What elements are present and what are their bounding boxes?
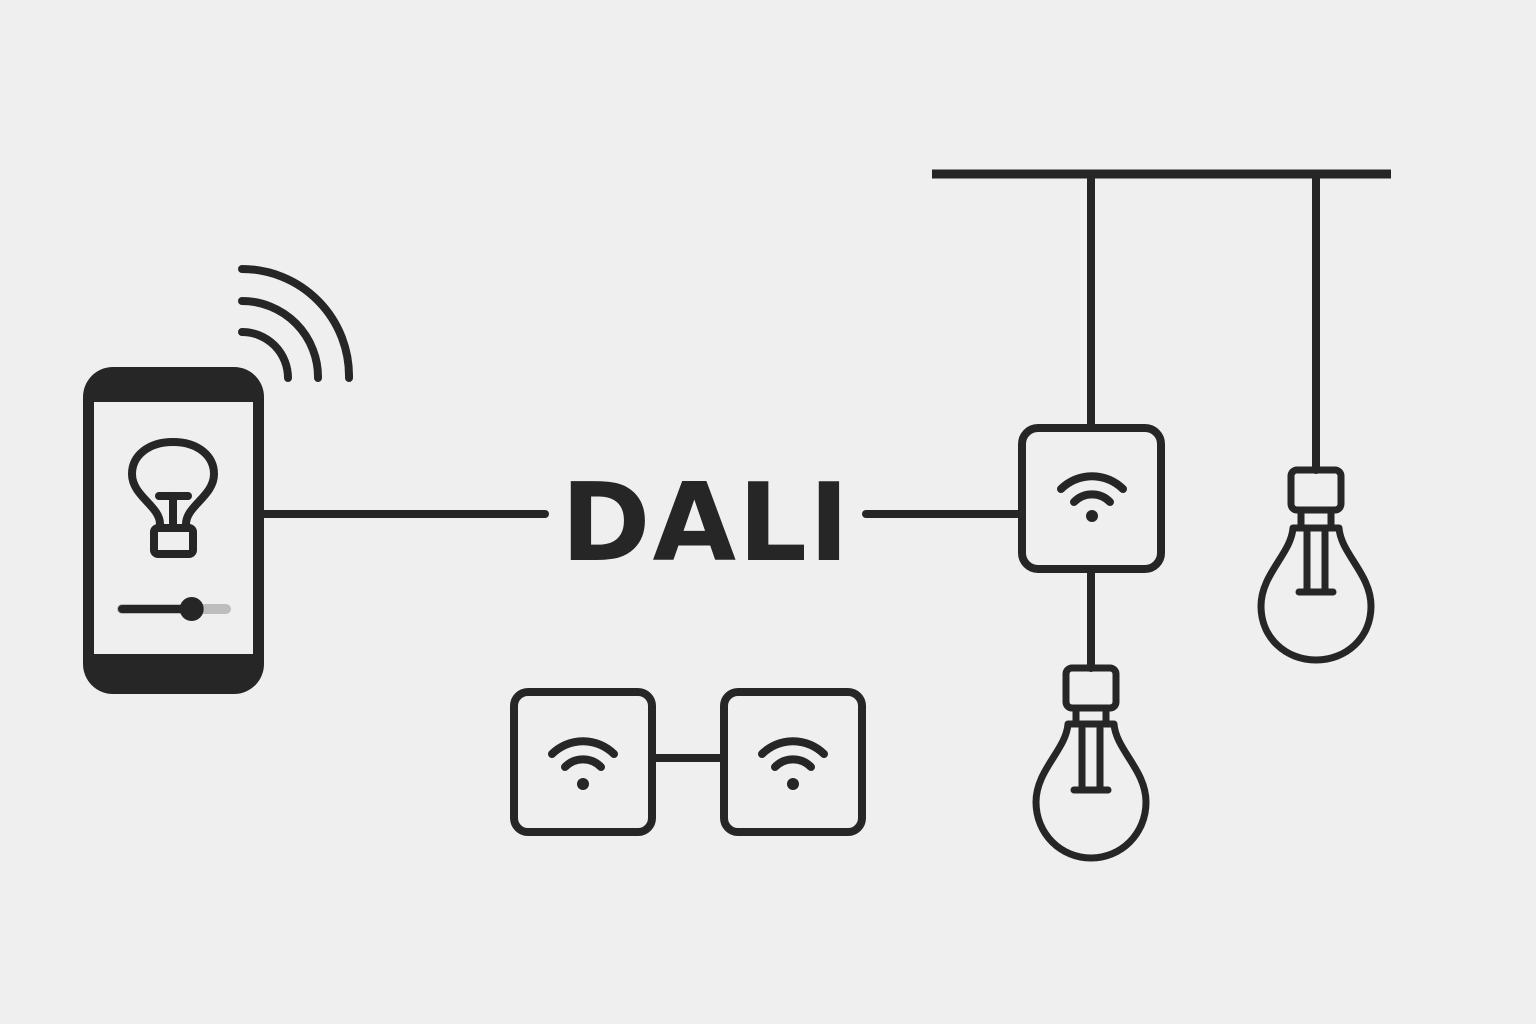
wireless-module-right bbox=[720, 688, 866, 836]
gateway-wifi-box bbox=[1018, 424, 1165, 573]
lightbulb-icon bbox=[1257, 466, 1375, 664]
wifi-icon bbox=[548, 737, 618, 790]
pendant-lamp-left bbox=[1032, 664, 1150, 862]
lightbulb-icon bbox=[128, 438, 218, 558]
broadcast-signal-icon bbox=[238, 265, 354, 382]
lightbulb-icon bbox=[1032, 664, 1150, 862]
pendant-lamp-right bbox=[1257, 466, 1375, 664]
brightness-slider[interactable] bbox=[117, 597, 231, 621]
wifi-icon bbox=[1057, 472, 1127, 522]
wireless-module-left bbox=[510, 688, 656, 836]
wifi-icon bbox=[758, 737, 828, 790]
smartphone-icon bbox=[83, 367, 264, 694]
slider-knob[interactable] bbox=[179, 597, 204, 621]
dali-label: DALI bbox=[561, 461, 851, 586]
